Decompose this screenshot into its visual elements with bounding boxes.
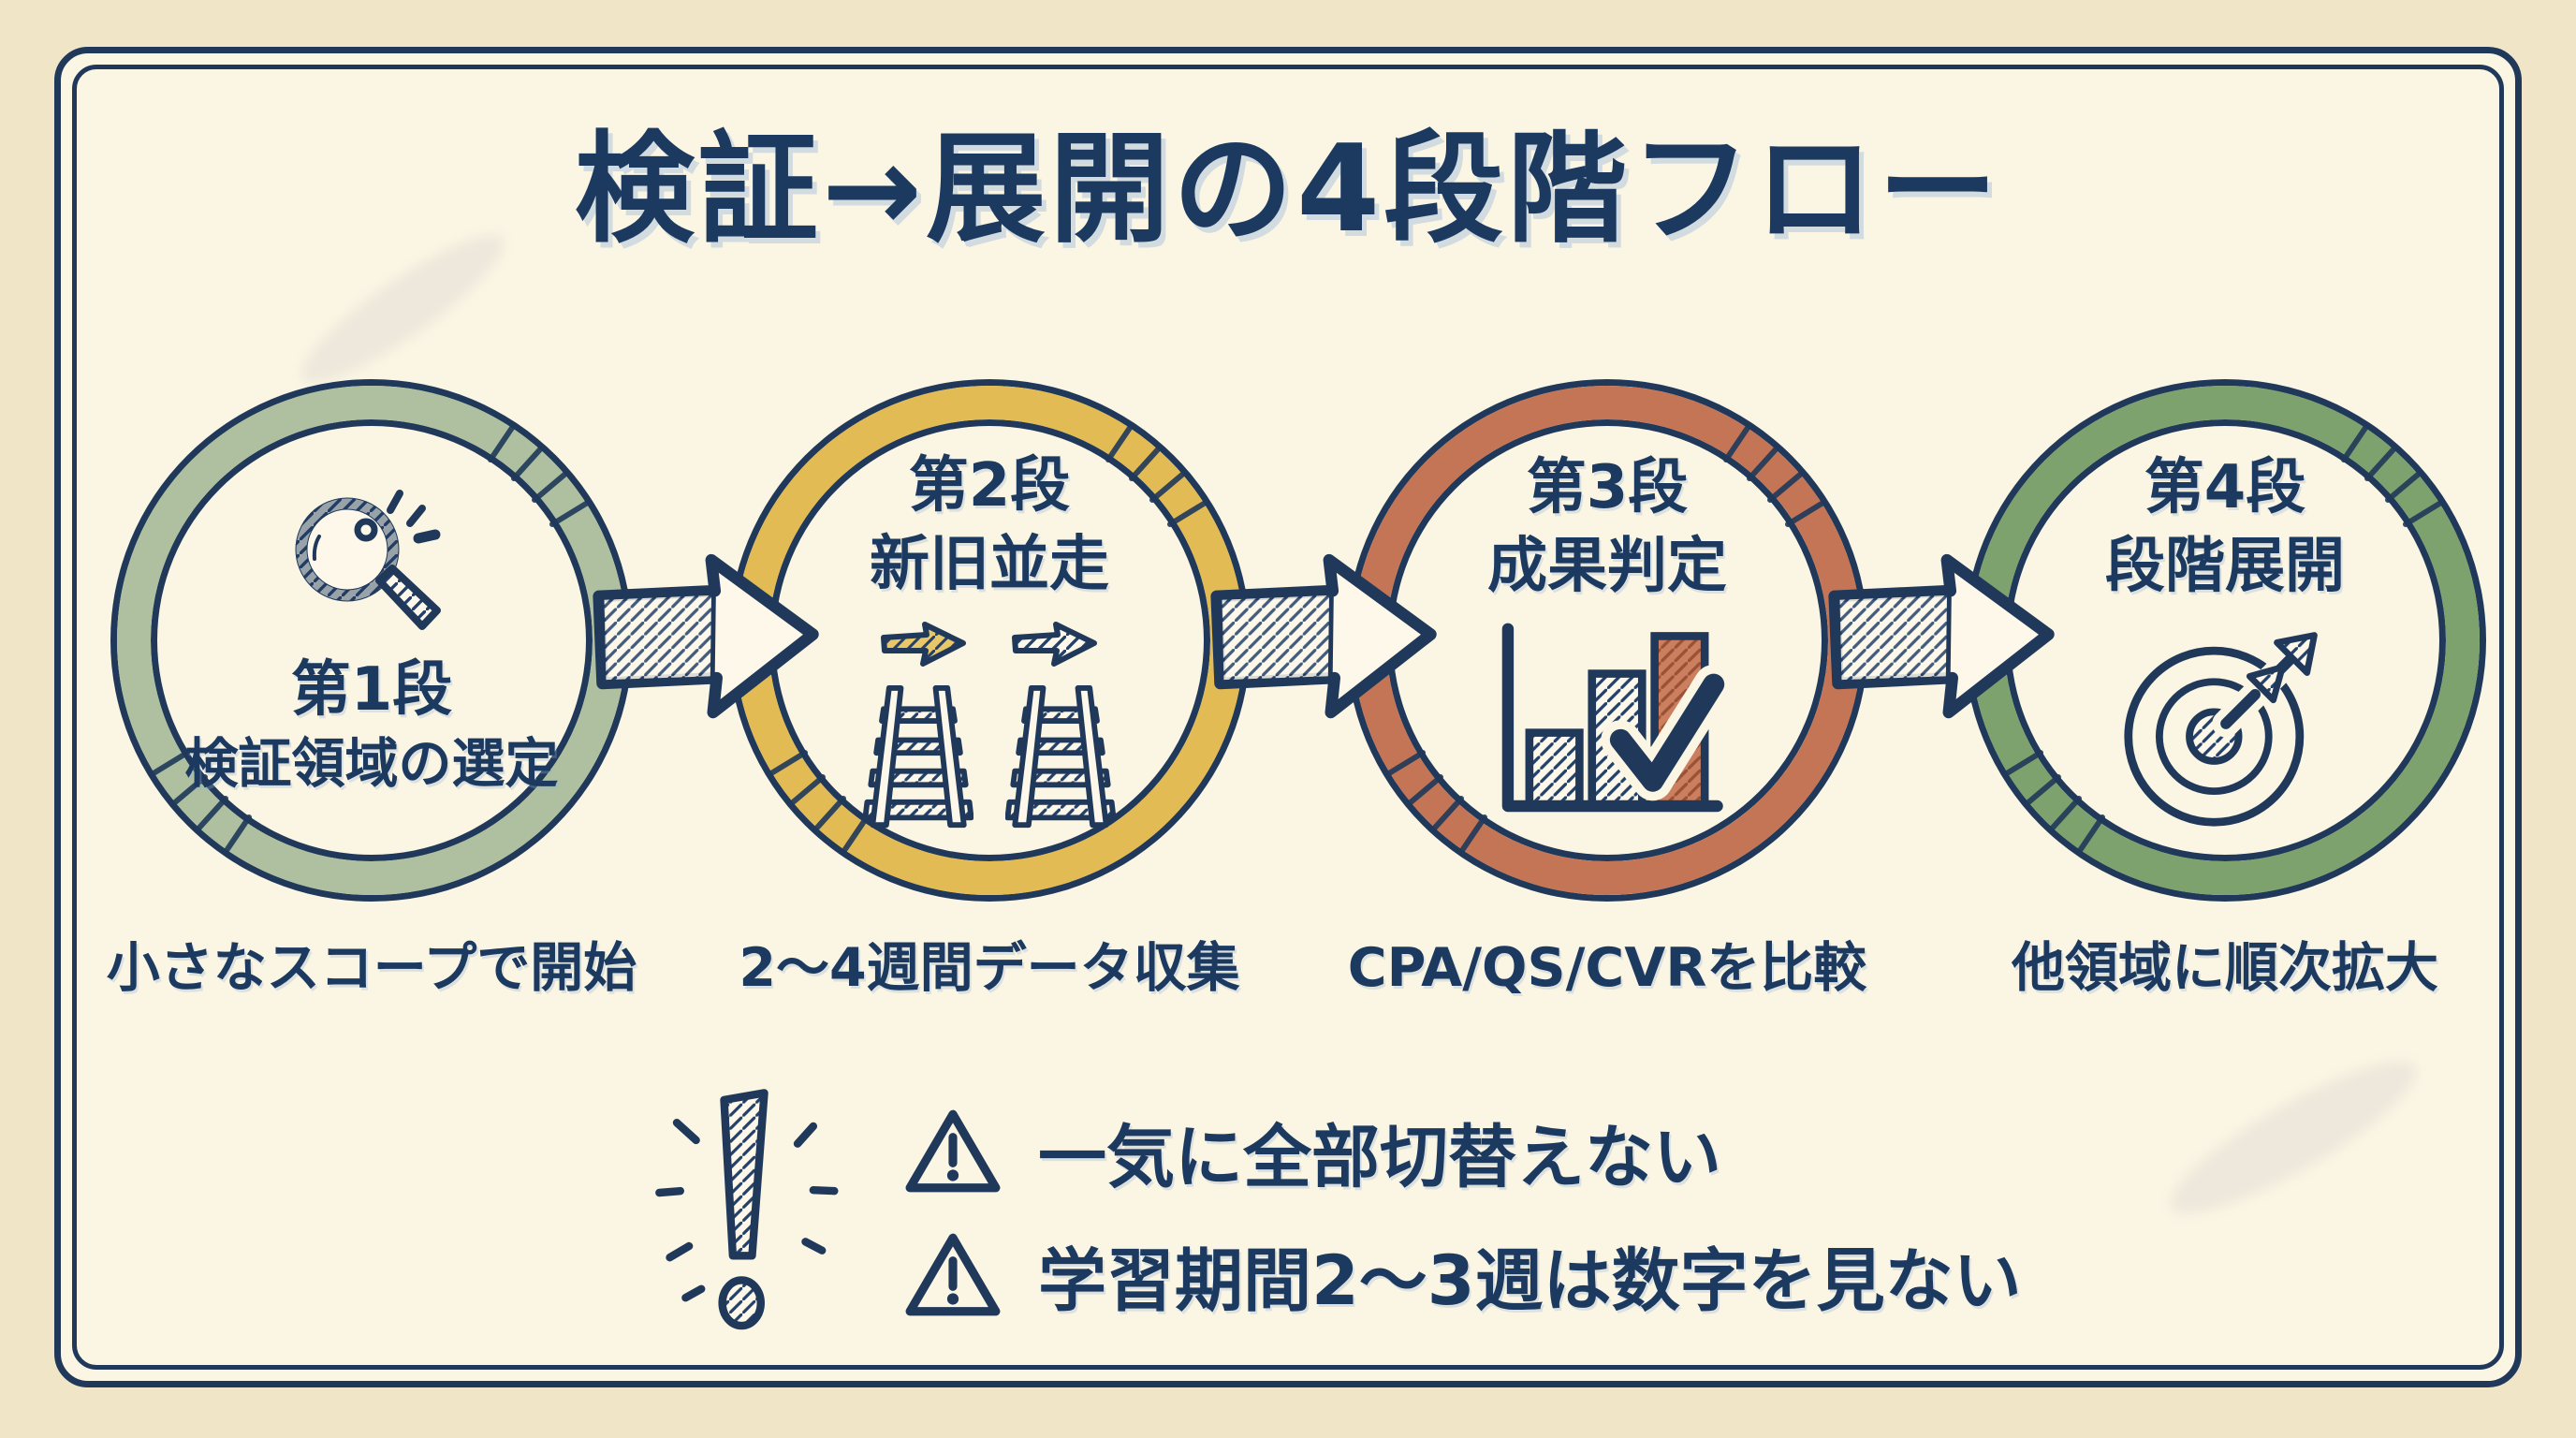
flow-arrow-1	[593, 553, 819, 719]
warning-triangle-icon	[905, 1233, 1001, 1315]
exclamation-icon	[655, 1089, 839, 1330]
hatched-arrow-icon	[1012, 622, 1097, 668]
caption-stage-4: 他領域に順次拡大	[2012, 937, 2438, 999]
stage-step-label: 第4段	[2144, 452, 2306, 522]
stage-step-label: 第2段	[908, 450, 1071, 521]
page-title: 検証→展開の4段階フロー	[574, 120, 2002, 259]
flow-arrow-2	[1210, 553, 1437, 719]
stage-circle-1: 第1段 検証領域の選定	[117, 386, 626, 895]
railway-track-icon	[1005, 685, 1116, 829]
warning-text-2: 学習期間2〜3週は数字を見ない	[1038, 1240, 2022, 1321]
stage-circle-3: 第3段 成果判定	[1353, 386, 1862, 895]
stage-step-label: 第3段	[1526, 452, 1689, 522]
parallel-tracks-icon	[863, 685, 1116, 831]
warnings-section: 一気に全部切替えない 学習期間2〜3週は数字を見ない	[651, 1075, 2022, 1351]
yellow-arrow-icon	[881, 622, 966, 668]
flow-arrow-3	[1828, 553, 2055, 719]
magnifier-icon	[295, 489, 441, 630]
stage-name-label: 段階展開	[2105, 532, 2345, 601]
warning-row-1: 一気に全部切替えない	[903, 1102, 2022, 1201]
stage-circle-2: 第2段 新旧並走	[735, 386, 1244, 895]
caption-stage-3: CPA/QS/CVRを比較	[1347, 937, 1867, 999]
caption-stage-2: 2〜4週間データ収集	[739, 937, 1240, 999]
stage-name-label: 新旧並走	[870, 530, 1109, 599]
warning-triangle-icon	[905, 1109, 1001, 1192]
bar-chart-check-icon	[1501, 623, 1728, 813]
target-arrow-icon	[2124, 627, 2322, 827]
railway-track-icon	[863, 685, 973, 829]
stage-step-label: 第1段	[290, 654, 453, 725]
stage-name-label: 成果判定	[1487, 532, 1727, 601]
warning-text-1: 一気に全部切替えない	[1038, 1117, 1721, 1197]
stage-name-label: 検証領域の選定	[184, 732, 559, 795]
warning-row-2: 学習期間2〜3週は数字を見ない	[903, 1225, 2022, 1325]
caption-stage-1: 小さなスコープで開始	[106, 937, 637, 999]
